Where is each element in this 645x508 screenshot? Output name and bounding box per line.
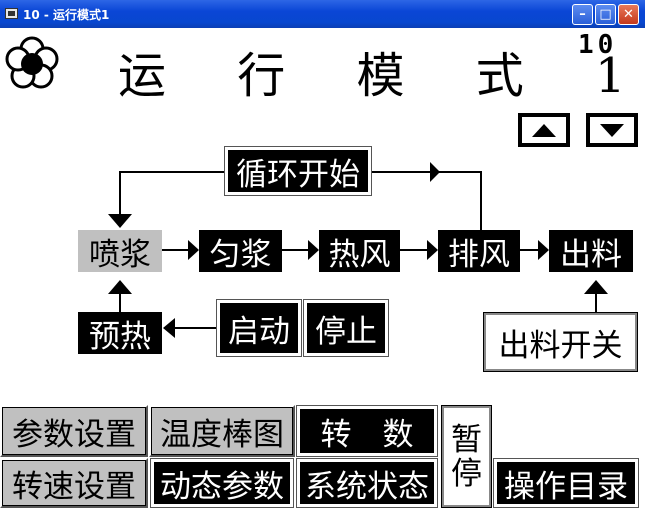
app-icon[interactable]: [5, 8, 18, 19]
temp-bar-chart-label: 温度棒图: [160, 416, 284, 453]
step-exhaust-label: 排风: [448, 236, 510, 273]
page-number: 10: [578, 30, 618, 60]
param-settings-button[interactable]: 参数设置: [0, 405, 148, 457]
step-preheat: 预热: [78, 312, 162, 355]
page-down-button[interactable]: [586, 113, 638, 147]
param-settings-label: 参数设置: [12, 416, 136, 453]
step-exhaust: 排风: [438, 230, 520, 273]
rotation-count-button[interactable]: 转 数: [296, 405, 438, 457]
maximize-button[interactable]: □: [595, 4, 616, 25]
triangle-down-icon: [600, 124, 624, 137]
step-mix: 匀浆: [199, 230, 282, 273]
step-spray-label: 喷浆: [89, 236, 151, 273]
minimize-icon: –: [579, 7, 586, 22]
triangle-up-icon: [532, 124, 556, 137]
step-mix-label: 匀浆: [209, 236, 272, 273]
operation-index-button[interactable]: 操作目录: [493, 458, 639, 508]
step-hot-air: 热风: [319, 230, 400, 273]
dynamic-params-label: 动态参数: [160, 468, 284, 505]
discharge-switch-button[interactable]: 出料开关: [483, 312, 638, 372]
page-up-button[interactable]: [518, 113, 570, 147]
stop-label: 停止: [315, 313, 377, 350]
temp-bar-chart-button[interactable]: 温度棒图: [149, 405, 295, 457]
start-label: 启动: [228, 313, 290, 350]
window-title-bar: 10 - 运行模式1 – □ ✕: [0, 0, 645, 28]
minimize-button[interactable]: –: [572, 4, 593, 25]
flower-logo-icon: [5, 36, 59, 89]
maximize-icon: □: [599, 7, 612, 22]
step-discharge: 出料: [549, 230, 633, 273]
system-status-label: 系统状态: [305, 468, 429, 505]
step-hot-air-label: 热风: [328, 236, 391, 273]
pause-label: 暂 停: [451, 421, 482, 492]
cycle-start-button[interactable]: 循环开始: [224, 146, 372, 196]
close-button[interactable]: ✕: [618, 4, 639, 25]
pause-button[interactable]: 暂 停: [441, 405, 492, 508]
window-title: 10 - 运行模式1: [23, 8, 110, 22]
step-preheat-label: 预热: [89, 318, 151, 355]
rotation-count-label: 转 数: [320, 416, 414, 453]
speed-settings-label: 转速设置: [12, 468, 136, 505]
operation-index-label: 操作目录: [504, 468, 628, 505]
cycle-start-label: 循环开始: [236, 156, 360, 193]
dynamic-params-button[interactable]: 动态参数: [150, 458, 294, 508]
page-title: 运 行 模 式 1: [118, 48, 645, 104]
system-status-button[interactable]: 系统状态: [296, 458, 438, 508]
start-button[interactable]: 启动: [216, 299, 302, 357]
step-discharge-label: 出料: [560, 236, 622, 273]
speed-settings-button[interactable]: 转速设置: [0, 458, 148, 508]
step-spray: 喷浆: [78, 230, 162, 273]
close-icon: ✕: [623, 7, 634, 22]
discharge-switch-label: 出料开关: [498, 327, 623, 364]
stop-button[interactable]: 停止: [303, 299, 389, 357]
